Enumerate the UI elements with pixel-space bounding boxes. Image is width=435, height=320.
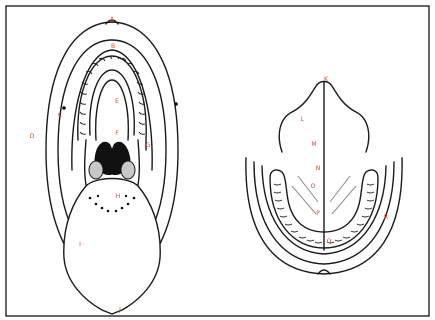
label-c: C — [58, 112, 62, 119]
left-tonsil-left — [89, 161, 103, 179]
right-grey-line-3 — [292, 186, 316, 214]
label-h: H — [116, 193, 121, 200]
right-grey-line-2 — [330, 176, 350, 202]
label-e: E — [115, 98, 119, 105]
left-tonsil-right — [121, 161, 135, 179]
label-l: L — [300, 116, 304, 123]
left-dot-left — [62, 106, 66, 110]
label-o: O — [311, 183, 316, 190]
left-figure — [46, 20, 178, 314]
label-n: N — [316, 165, 321, 172]
label-f: F — [115, 130, 119, 137]
label-q: Q — [327, 238, 332, 245]
left-dot-right — [174, 102, 178, 106]
label-m: M — [311, 141, 316, 148]
label-b: B — [111, 43, 115, 50]
label-g: G — [146, 142, 151, 149]
label-r: R — [384, 214, 388, 221]
right-figure — [246, 82, 402, 275]
label-j: J — [118, 306, 121, 313]
label-i: I — [79, 241, 81, 248]
label-p: P — [316, 210, 320, 217]
label-d: D — [30, 133, 35, 140]
left-palate — [96, 80, 129, 140]
right-grey-line-4 — [332, 186, 356, 214]
